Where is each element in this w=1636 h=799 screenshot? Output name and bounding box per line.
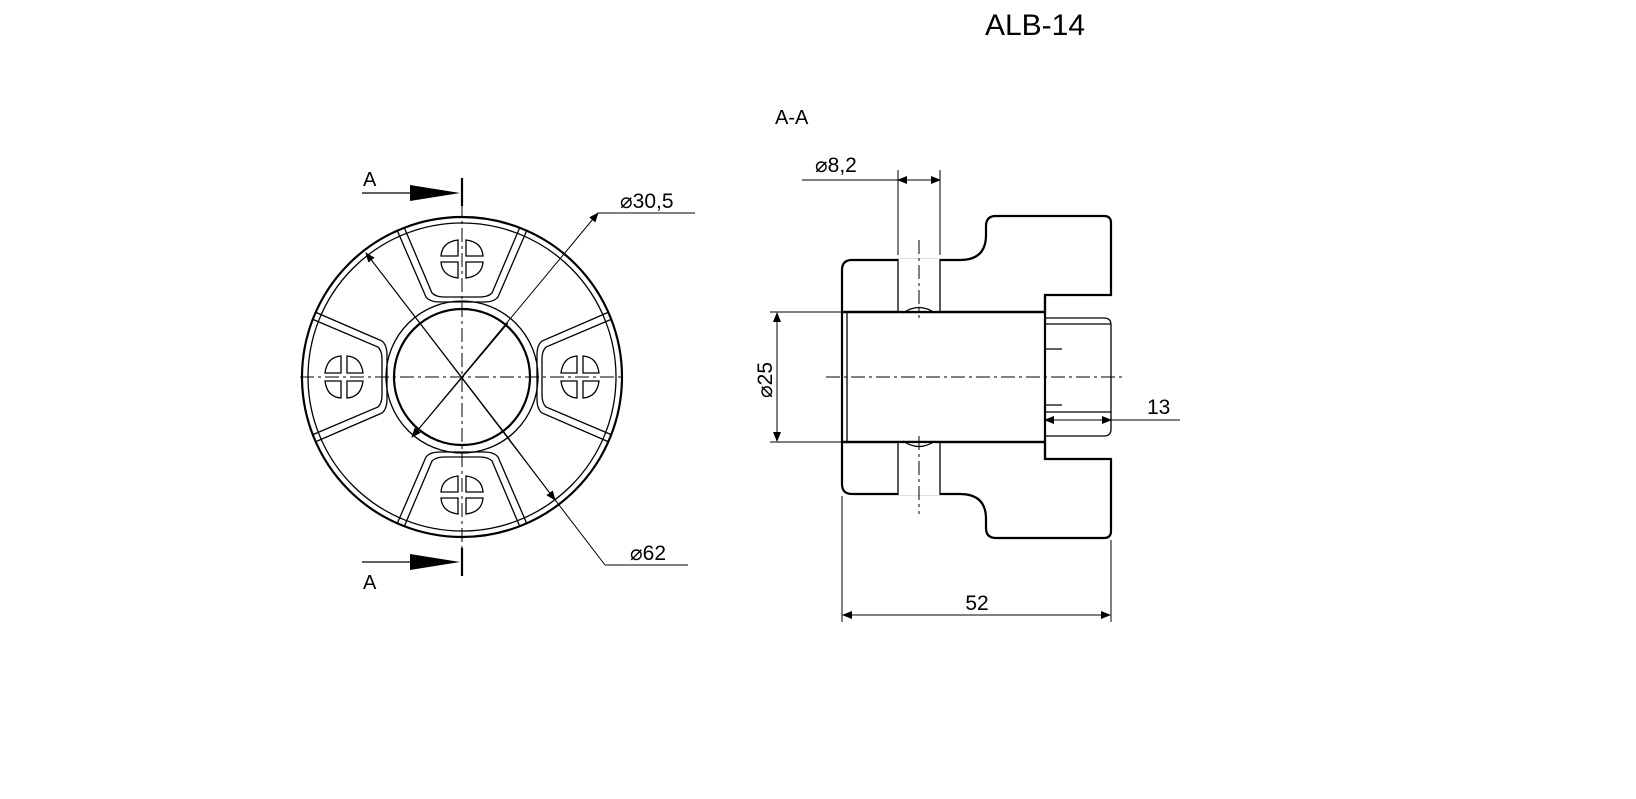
- dim-pin-hole-diameter: 8,2: [828, 154, 857, 177]
- section-body-top: [840, 214, 1113, 314]
- svg-text:A: A: [363, 572, 377, 594]
- section-body-bottom: [840, 440, 1113, 540]
- svg-text:A: A: [363, 169, 377, 191]
- cut-mark-bottom: A: [362, 548, 464, 594]
- dim-recess-depth: 13: [1147, 396, 1170, 419]
- slot: [396, 226, 528, 303]
- section-view: A-A ⌀8,2: [754, 107, 1180, 622]
- dim-inner-diameter: 25: [754, 362, 777, 385]
- vent-icon: [440, 239, 484, 279]
- cut-mark-top: A: [362, 169, 464, 206]
- svg-text:⌀25: ⌀25: [754, 362, 777, 398]
- front-view: ⌀30,5 ⌀62 A A: [300, 169, 695, 594]
- svg-text:⌀62: ⌀62: [630, 542, 666, 565]
- drawing-title: ALB-14: [985, 9, 1085, 42]
- diameter-symbol: ⌀: [620, 190, 633, 213]
- dim-outer-diameter: 62: [643, 542, 666, 565]
- svg-text:⌀8,2: ⌀8,2: [815, 154, 857, 177]
- dim-overall-length: 52: [965, 592, 988, 615]
- svg-text:⌀30,5: ⌀30,5: [620, 190, 674, 213]
- dim-bore-diameter: 30,5: [633, 190, 674, 213]
- section-label: A-A: [775, 107, 809, 129]
